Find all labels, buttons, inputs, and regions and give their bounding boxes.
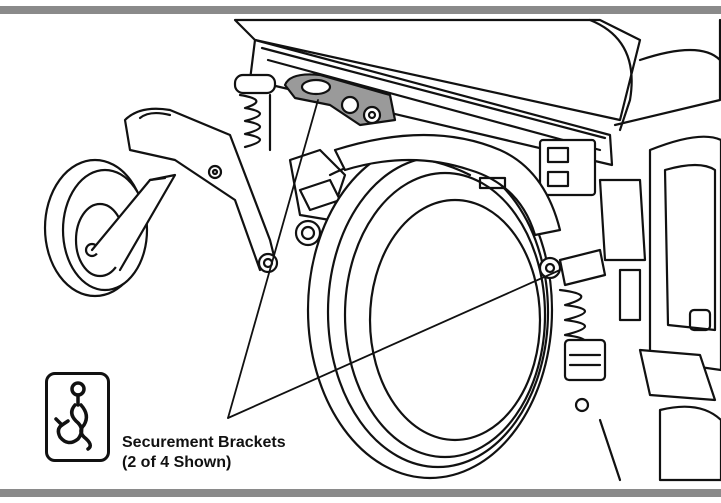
securement-bracket-upper (283, 73, 397, 127)
top-rule (0, 6, 721, 14)
leader-line-lower (227, 269, 561, 419)
leader-lines (227, 99, 561, 419)
front-suspension-spring (233, 73, 277, 152)
rear-caster (598, 348, 721, 482)
fender (333, 133, 562, 237)
rear-housing (598, 135, 721, 372)
caption-line-1: Securement Brackets (122, 434, 286, 451)
securement-point-symbol (45, 372, 110, 462)
caster-wheel (43, 158, 177, 298)
caption-line-2: (2 of 4 Shown) (122, 454, 232, 471)
figure-caption: Securement Brackets (2 of 4 Shown) (122, 433, 290, 473)
seat-frame (233, 18, 721, 197)
drive-wheel (306, 136, 554, 480)
securement-hook-icon (54, 381, 92, 451)
bottom-rule (0, 489, 721, 497)
leader-line-upper (227, 99, 319, 419)
rear-suspension-spring (538, 248, 607, 413)
